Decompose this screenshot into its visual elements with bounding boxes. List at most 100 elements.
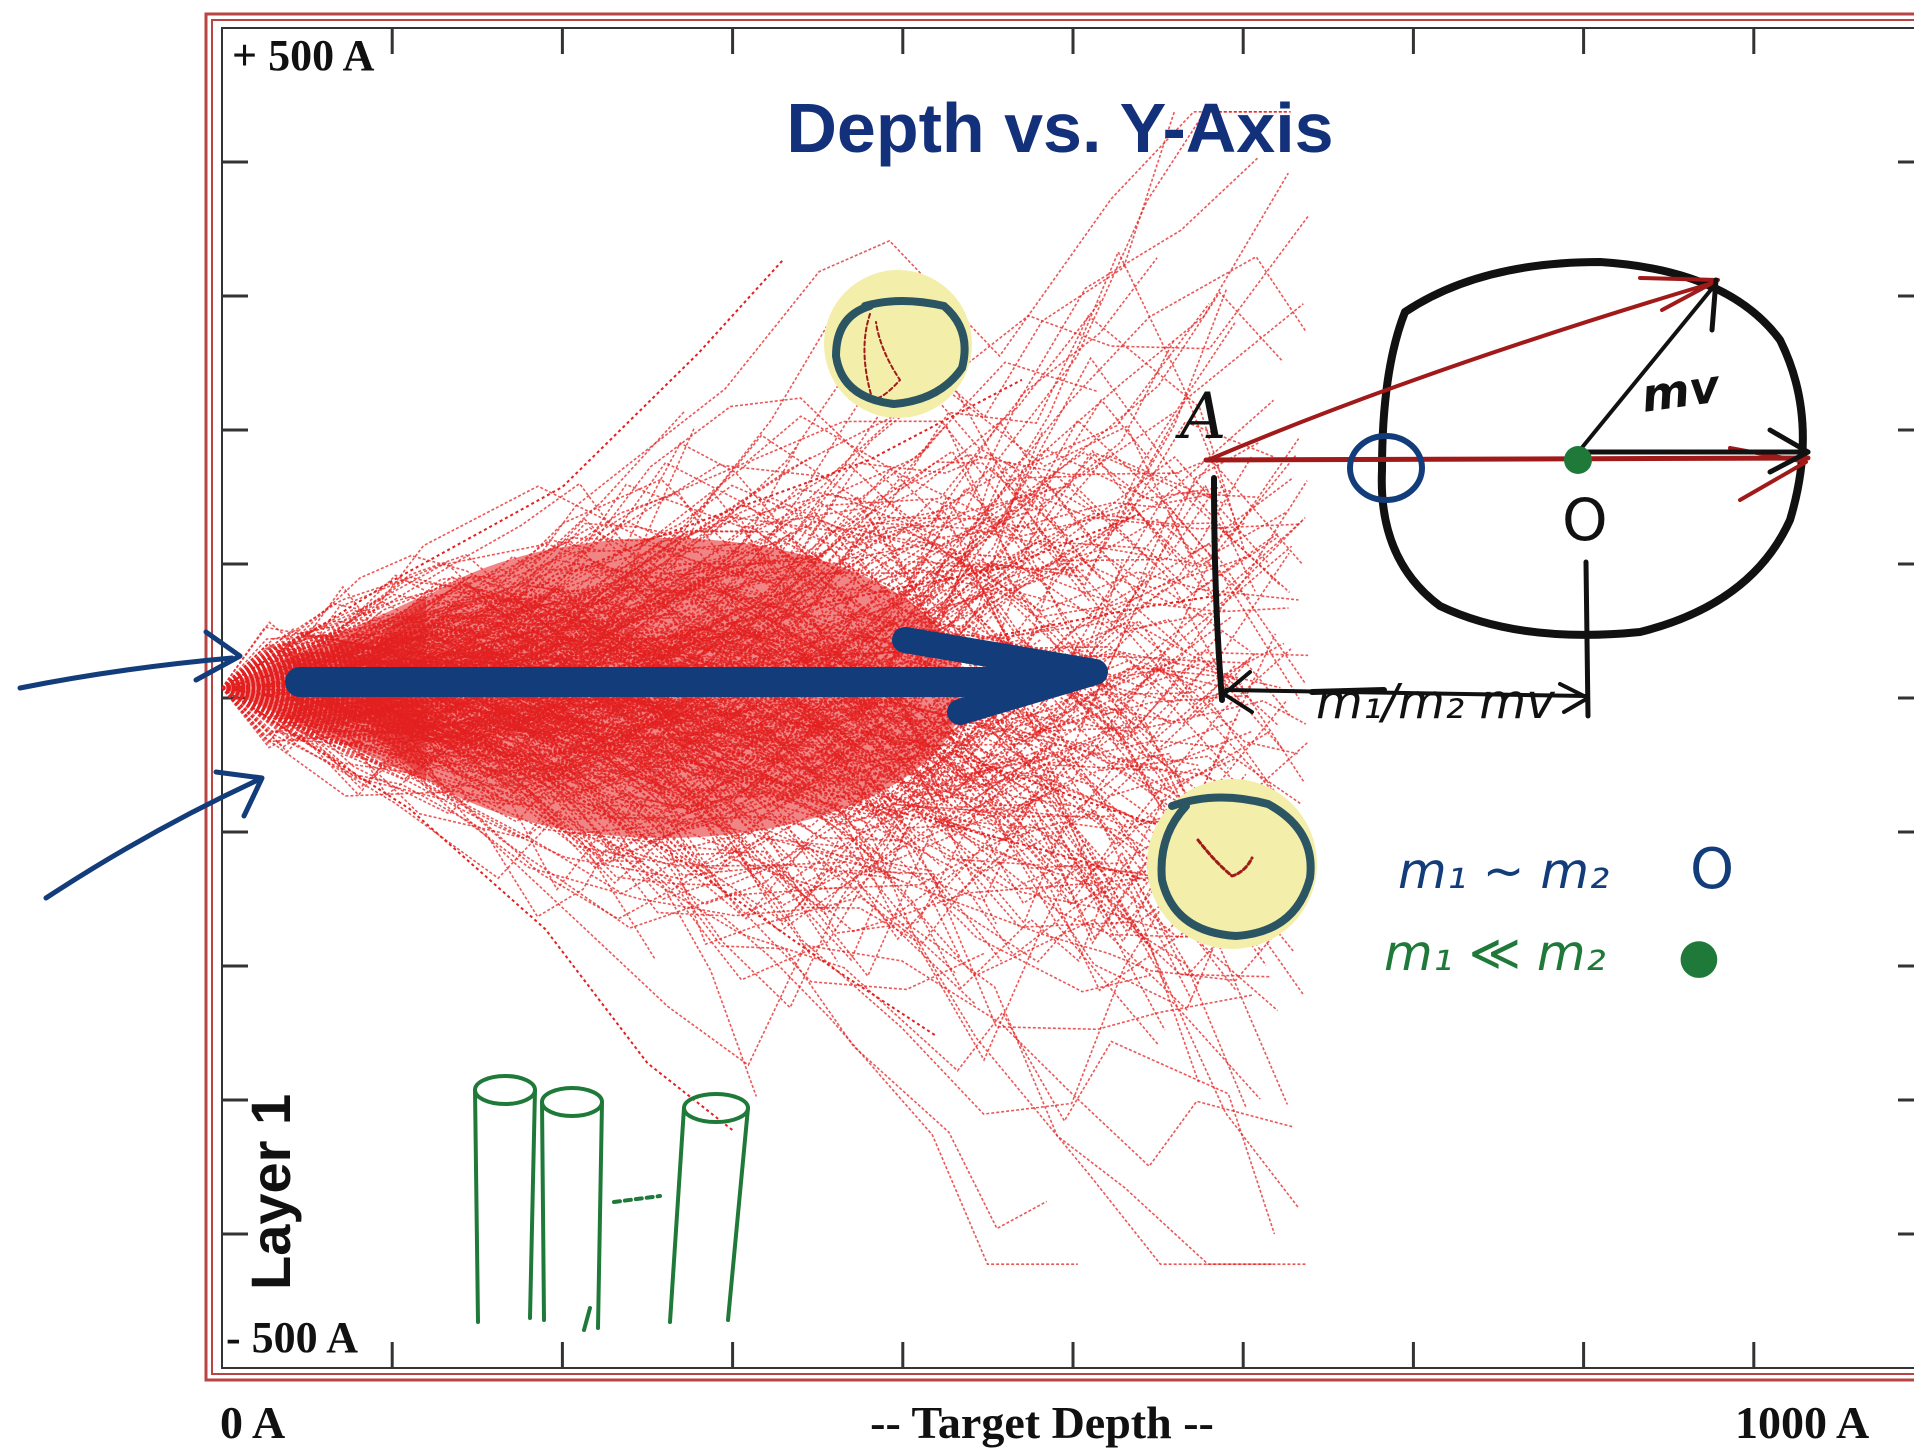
ion-track <box>221 438 1300 744</box>
ion-track <box>221 420 1277 818</box>
ion-track <box>221 620 971 840</box>
y-tick-label-bottom: - 500 A <box>226 1313 358 1362</box>
ion-track <box>221 484 1279 816</box>
ion-track <box>221 111 1288 689</box>
ion-track <box>221 215 1310 689</box>
ion-track <box>221 288 1228 871</box>
ion-track <box>221 583 1250 812</box>
legend-less-symbol: ● <box>1678 928 1720 984</box>
ion-track <box>221 524 1143 700</box>
y-tick-label-top: + 500 A <box>232 31 375 80</box>
ion-track <box>221 636 732 735</box>
ion-track <box>221 563 1299 689</box>
ion-track <box>221 554 1252 689</box>
ion-track <box>221 531 1280 744</box>
ion-track <box>221 561 1099 780</box>
ion-track <box>221 303 1304 745</box>
ion-track <box>221 646 1295 1168</box>
direction-arrow <box>285 627 1108 725</box>
ion-track <box>221 491 1258 773</box>
ion-track <box>221 593 1252 804</box>
ion-track <box>221 303 1210 856</box>
ion-track <box>221 559 1273 791</box>
ion-track <box>221 602 1170 792</box>
ion-track <box>221 660 1199 985</box>
ion-track <box>221 671 1236 869</box>
ion-track <box>221 595 1115 818</box>
ion-track <box>221 638 977 708</box>
ion-track <box>221 451 1223 689</box>
ion-track <box>221 608 1151 948</box>
ion-track <box>221 572 1279 1012</box>
ion-track <box>221 687 1103 902</box>
ion-track <box>221 420 1275 689</box>
ion-track <box>221 567 1030 689</box>
ion-track <box>221 559 967 689</box>
ion-track <box>221 687 734 1131</box>
ion-track <box>221 291 1284 743</box>
ion-track <box>221 258 785 689</box>
ion-track <box>221 568 1145 723</box>
ion-track <box>221 508 1091 700</box>
ion-track <box>221 685 731 873</box>
mass-legend: m₁ ~ m₂ O m₁ ≪ m₂ ● <box>1384 837 1734 984</box>
ion-track <box>221 486 1289 700</box>
ion-track <box>221 583 1277 794</box>
ion-track <box>221 687 656 960</box>
ion-track <box>221 687 1233 939</box>
ion-track <box>221 589 799 715</box>
ion-track <box>221 593 1072 810</box>
ion-track <box>221 686 1240 840</box>
ion-track <box>221 623 1122 788</box>
ion-track <box>221 516 1241 939</box>
ion-track <box>221 687 1247 928</box>
x-axis-label: -- Target Depth -- <box>870 1397 1214 1448</box>
ion-track <box>221 572 1066 821</box>
layer-label: Layer 1 <box>239 1094 302 1290</box>
ion-track <box>221 609 1226 815</box>
ion-track <box>221 519 904 689</box>
ion-track <box>221 627 709 725</box>
ion-track <box>221 635 872 775</box>
ion-track <box>221 687 854 769</box>
ion-track <box>221 415 1291 689</box>
axis-ticks <box>222 28 1914 1368</box>
ion-track <box>221 554 754 689</box>
ion-track <box>221 650 1029 778</box>
ion-track <box>221 666 1305 789</box>
ion-track <box>221 616 1061 795</box>
ion-track <box>221 687 1235 928</box>
ion-track <box>221 687 1008 859</box>
ion-track <box>221 628 758 1097</box>
ion-track <box>221 593 1232 730</box>
ion-track <box>221 687 1269 933</box>
ion-track <box>221 611 896 763</box>
ion-track <box>221 687 895 865</box>
incoming-arrow-upper <box>17 629 243 691</box>
ion-track <box>221 687 906 880</box>
ion-track <box>221 687 938 1038</box>
ion-track <box>221 643 733 748</box>
ion-track <box>221 387 869 746</box>
ion-track <box>221 543 1294 952</box>
x-tick-label-right: 1000 A <box>1735 1397 1869 1448</box>
ion-track <box>221 659 859 778</box>
mass-ratio-label: m₁/m₂ mv <box>1316 674 1555 730</box>
mv-label: mv <box>1638 358 1725 423</box>
ion-track <box>221 250 1242 810</box>
ion-track <box>221 669 1310 849</box>
ion-track <box>221 665 1002 805</box>
ion-track <box>221 603 1252 824</box>
ion-track <box>221 678 906 962</box>
ion-track <box>221 410 686 689</box>
ion-track <box>221 622 1084 689</box>
ion-track <box>221 687 815 775</box>
legend-equal-text: m₁ ~ m₂ <box>1398 842 1609 900</box>
ion-track <box>221 525 1086 756</box>
collision-diagram <box>1203 258 1811 719</box>
legend-less-text: m₁ ≪ m₂ <box>1384 924 1606 982</box>
ion-track <box>221 687 1276 1235</box>
incoming-arrow-lower <box>43 769 265 901</box>
ion-track <box>221 492 1175 725</box>
highlight-circle-lower <box>1147 779 1317 949</box>
